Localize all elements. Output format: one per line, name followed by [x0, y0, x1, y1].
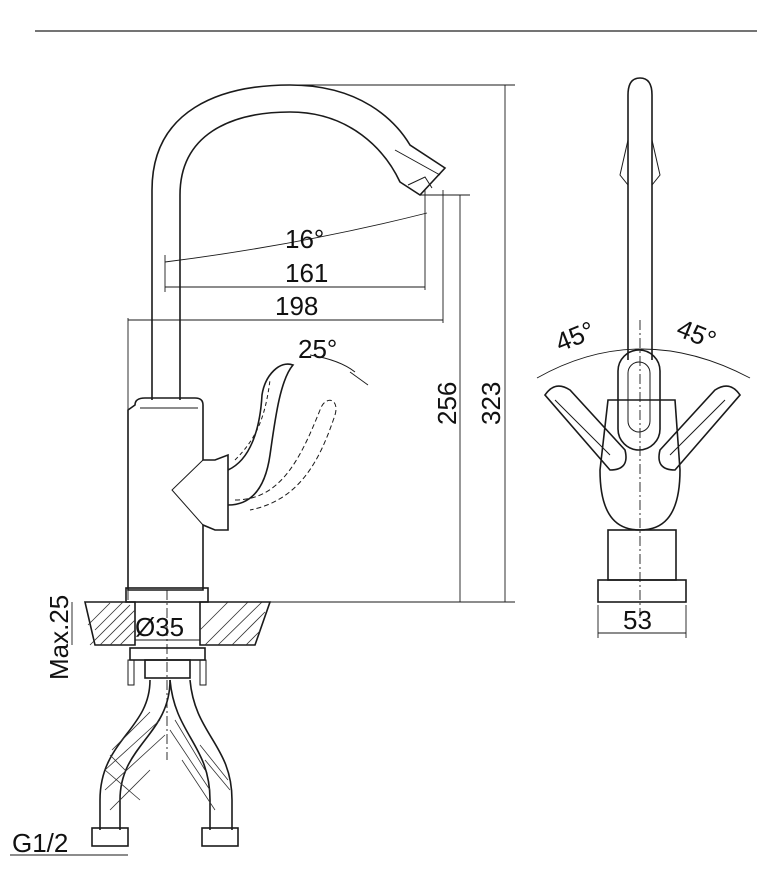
max-deck-thickness-label: Max.25: [44, 595, 74, 680]
reach-inner-label: 161: [285, 258, 328, 288]
handle-left-angle-label: 45°: [551, 315, 599, 358]
handle-right-angle-label: 45°: [673, 313, 721, 356]
base-width-label: 53: [623, 605, 652, 635]
side-view-dimensions: 16° 161 198 25° 256 323 Max.25 Ø35 G1/2: [10, 84, 515, 858]
front-view: 45° 45° 53: [536, 77, 751, 638]
hole-diameter-label: Ø35: [135, 612, 184, 642]
reach-outer-label: 198: [275, 291, 318, 321]
side-view: [83, 84, 447, 847]
total-height-label: 323: [476, 382, 506, 425]
spout-angle-label: 16°: [285, 224, 324, 254]
handle-angle-label: 25°: [298, 334, 337, 364]
connection-thread-label: G1/2: [12, 828, 68, 858]
spout-height-label: 256: [432, 382, 462, 425]
